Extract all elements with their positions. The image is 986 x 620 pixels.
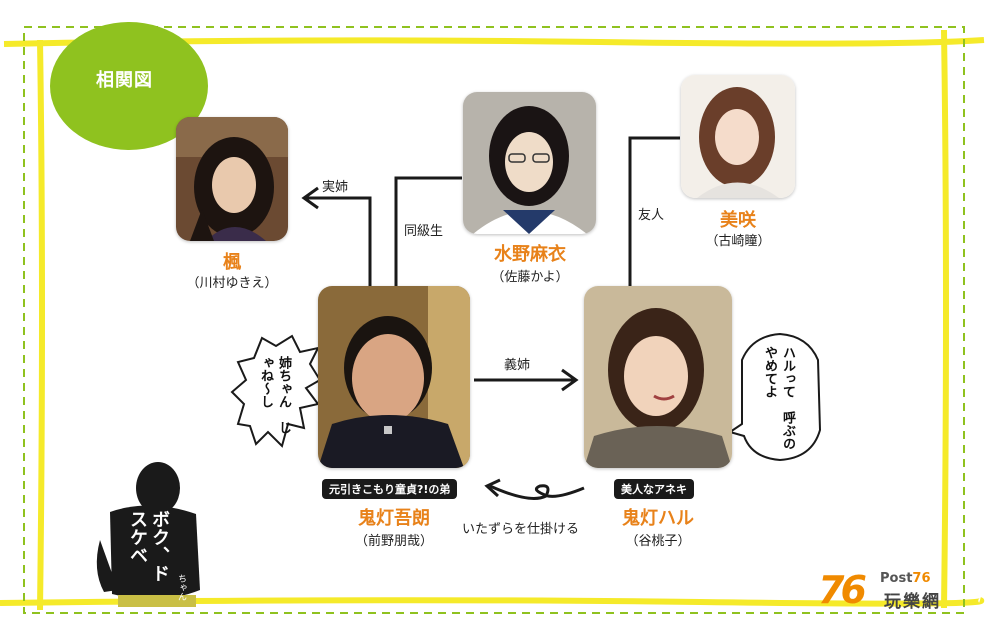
mascot-small: ちゃん [176,574,186,601]
frame-right [941,29,949,609]
photo-mai [463,92,596,234]
photo-misaki [681,75,795,198]
logo-chinese: 玩樂網 [884,592,941,612]
photo-kaede [176,117,288,241]
line-haru-goro [489,484,585,500]
relation-jitsushi: 実姉 [322,180,349,195]
name-haru: 鬼灯ハル [622,508,694,529]
relation-yuujin: 友人 [638,208,665,223]
logo-post-num: 76 [912,571,931,586]
photo-goro [318,286,470,468]
speech-bubble-goro [230,334,322,448]
actor-misaki: （古崎瞳） [705,234,771,249]
page-title: 相関図 [96,70,153,91]
mascot-text: ボク、ドスケベ [127,510,170,582]
name-kaede: 楓 [223,252,241,273]
mascot-figure [96,462,200,607]
actor-kaede: （川村ゆきえ） [186,276,278,291]
arrow-kaede [301,186,319,210]
logo-number: 76 [818,568,867,612]
frame-left [37,39,45,611]
photo-haru [584,286,732,468]
speech-bubble-haru [727,332,822,462]
name-mai: 水野麻衣 [494,244,566,265]
frame-dashed [23,26,965,614]
line-haru-misaki [628,136,680,286]
line-goro-kaede [306,196,372,286]
arrow-goro [484,478,501,498]
relation-gishi: 義姉 [504,358,531,373]
logo-post: Post76 [880,571,931,586]
name-goro: 鬼灯吾朗 [358,508,430,529]
name-misaki: 美咲 [720,210,756,231]
relation-doukyuusei: 同級生 [404,224,444,239]
actor-mai: （佐藤かよ） [491,270,569,285]
logo-post-word: Post [880,571,913,586]
tag-goro: 元引きこもり童貞?!の弟 [322,479,458,499]
tag-haru: 美人なアネキ [614,479,694,499]
speech-goro: 姉ちゃん じゃね〜し [258,356,291,434]
actor-goro: （前野朋哉） [354,534,433,549]
actor-haru: （谷桃子） [625,534,691,549]
line-goro-mai [394,176,462,286]
speech-haru: ハルって 呼ぶのやめてよ [762,346,795,450]
arrow-haru [561,368,579,392]
relation-itazura: いたずらを仕掛ける [462,522,580,537]
